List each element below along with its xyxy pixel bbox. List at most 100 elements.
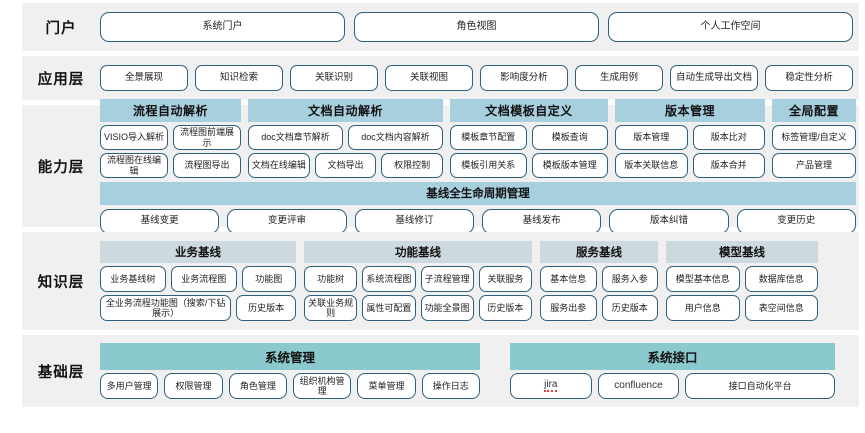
cap-item-version-relation-info[interactable]: 版本关联信息: [615, 153, 688, 178]
know-item-related-service[interactable]: 关联服务: [478, 266, 532, 293]
baseline-item-change[interactable]: 基线变更: [100, 208, 220, 234]
knowledge-group-service-baseline: 服务基线 基本信息 服务入参 服务出参 历史版本: [540, 240, 658, 322]
baseline-item-change-review[interactable]: 变更评审: [227, 208, 347, 234]
portal-item-role-view[interactable]: 角色视图: [354, 12, 599, 42]
base-item-org-structure-mgmt[interactable]: 组织机构管理: [292, 372, 352, 399]
group-header-function-baseline: 功能基线: [304, 240, 532, 264]
baseline-item-revision[interactable]: 基线修订: [354, 208, 474, 234]
capability-group-list: 流程自动解析 VISIO导入解析 流程图前端展示 流程图在线编辑 流程图导出 文…: [100, 98, 856, 178]
base-item-permission-mgmt[interactable]: 权限管理: [164, 372, 223, 399]
cap-item-doc-chapter-parse[interactable]: doc文档章节解析: [248, 125, 343, 150]
group-row: 业务基线树 业务流程图 功能图: [100, 266, 296, 293]
cap-item-flowchart-online-edit[interactable]: 流程图在线编辑: [100, 153, 168, 178]
app-item-generate-usecase[interactable]: 生成用例: [575, 65, 663, 91]
know-item-related-business-rule[interactable]: 关联业务规则: [304, 295, 358, 322]
know-item-history-version-function[interactable]: 历史版本: [478, 295, 532, 322]
layer-label-portal: 门户: [45, 20, 77, 37]
group-row: 流程图在线编辑 流程图导出: [100, 153, 241, 178]
cap-item-doc-content-parse[interactable]: doc文档内容解析: [348, 125, 443, 150]
group-header-flow-parsing: 流程自动解析: [100, 98, 241, 122]
layer-application: 应用层 全景展现 知识检索 关联识别 关联视图 影响度分析 生成用例 自动生成导…: [22, 56, 859, 100]
cap-item-template-query[interactable]: 模板查询: [531, 125, 608, 150]
app-item-impact-analysis[interactable]: 影响度分析: [480, 65, 568, 91]
cap-item-version-merge[interactable]: 版本合并: [692, 153, 765, 178]
layer-label-capability: 能力层: [37, 159, 85, 176]
group-row: 关联业务规则 属性可配置 功能全景图 历史版本: [304, 295, 532, 322]
cap-item-flowchart-export[interactable]: 流程图导出: [173, 153, 241, 178]
baseline-lifecycle-header: 基线全生命周期管理: [100, 182, 856, 205]
cap-item-template-chapter-config[interactable]: 模板章节配置: [450, 125, 527, 150]
layer-knowledge: 知识层 业务基线 业务基线树 业务流程图 功能图 全业务流程功能图（搜索/下钻展…: [22, 232, 859, 330]
group-header-version-mgmt: 版本管理: [615, 98, 765, 122]
baseline-item-change-history[interactable]: 变更历史: [736, 208, 856, 234]
capability-group-version-mgmt: 版本管理 版本管理 版本比对 版本关联信息 版本合并: [615, 98, 765, 178]
group-row: 用户信息 表空间信息: [666, 295, 818, 322]
app-item-stability-analysis[interactable]: 稳定性分析: [765, 65, 853, 91]
cap-item-version-compare[interactable]: 版本比对: [692, 125, 765, 150]
know-item-service-output-param[interactable]: 服务出参: [540, 295, 597, 322]
portal-item-personal-workspace[interactable]: 个人工作空间: [608, 12, 853, 42]
know-item-attribute-configurable[interactable]: 属性可配置: [362, 295, 416, 322]
know-item-subflow-mgmt[interactable]: 子流程管理: [420, 266, 474, 293]
cap-item-version-mgmt[interactable]: 版本管理: [615, 125, 688, 150]
app-item-relation-view[interactable]: 关联视图: [385, 65, 473, 91]
group-row: doc文档章节解析 doc文档内容解析: [248, 125, 443, 150]
layer-portal-body: 系统门户 角色视图 个人工作空间: [100, 12, 859, 42]
know-item-history-version-business[interactable]: 历史版本: [236, 295, 296, 322]
baseline-lifecycle-block: 基线全生命周期管理 基线变更 变更评审 基线修订 基线发布 版本纠错 变更历史: [100, 182, 856, 234]
base-item-interface-automation-platform[interactable]: 接口自动化平台: [685, 372, 835, 399]
know-item-history-version-service[interactable]: 历史版本: [601, 295, 658, 322]
portal-item-system-portal[interactable]: 系统门户: [100, 12, 345, 42]
group-row: 产品管理: [772, 153, 856, 178]
know-item-function-diagram[interactable]: 功能图: [241, 266, 296, 293]
baseline-item-release[interactable]: 基线发布: [481, 208, 602, 234]
cap-item-flowchart-frontend-display[interactable]: 流程图前端展示: [173, 125, 241, 150]
know-item-function-tree[interactable]: 功能树: [304, 266, 358, 293]
cap-item-permission-control[interactable]: 权限控制: [381, 153, 444, 178]
app-item-relation-recognition[interactable]: 关联识别: [290, 65, 378, 91]
cap-item-doc-export[interactable]: 文档导出: [314, 153, 377, 178]
know-item-user-info[interactable]: 用户信息: [666, 295, 740, 322]
cap-item-visio-import-parse[interactable]: VISIO导入解析: [100, 125, 168, 150]
cap-item-template-version-mgmt[interactable]: 模板版本管理: [531, 153, 608, 178]
group-header-model-baseline: 模型基线: [666, 240, 818, 264]
base-item-confluence[interactable]: confluence: [597, 372, 680, 399]
cap-item-doc-online-edit[interactable]: 文档在线编辑: [248, 153, 310, 178]
know-item-model-basic-info[interactable]: 模型基本信息: [666, 266, 740, 293]
app-item-auto-export-doc[interactable]: 自动生成导出文档: [670, 65, 758, 91]
cap-item-template-reference-relation[interactable]: 模板引用关系: [450, 153, 527, 178]
base-item-operation-log[interactable]: 操作日志: [421, 372, 480, 399]
baseline-item-version-correction[interactable]: 版本纠错: [609, 208, 729, 234]
base-item-jira[interactable]: jira: [510, 372, 592, 399]
know-item-business-baseline-tree[interactable]: 业务基线树: [100, 266, 166, 293]
layer-portal: 门户 系统门户 角色视图 个人工作空间: [22, 3, 859, 51]
group-row: 版本管理 版本比对: [615, 125, 765, 150]
know-item-function-panorama[interactable]: 功能全景图: [420, 295, 474, 322]
app-item-panorama[interactable]: 全景展现: [100, 65, 188, 91]
group-row: 基本信息 服务入参: [540, 266, 658, 293]
know-item-database-info[interactable]: 数据库信息: [744, 266, 818, 293]
layer-label-application: 应用层: [37, 71, 85, 88]
cap-item-tag-mgmt-custom[interactable]: 标签管理/自定义: [772, 125, 856, 150]
app-item-knowledge-search[interactable]: 知识检索: [195, 65, 283, 91]
knowledge-group-model-baseline: 模型基线 模型基本信息 数据库信息 用户信息 表空间信息: [666, 240, 818, 322]
group-row: 模板章节配置 模板查询: [450, 125, 608, 150]
cap-item-product-mgmt[interactable]: 产品管理: [772, 153, 856, 178]
capability-group-global-config: 全局配置 标签管理/自定义 产品管理: [772, 98, 856, 178]
knowledge-group-business-baseline: 业务基线 业务基线树 业务流程图 功能图 全业务流程功能图（搜索/下钻展示） 历…: [100, 240, 296, 322]
know-item-basic-info[interactable]: 基本信息: [540, 266, 597, 293]
base-item-role-mgmt[interactable]: 角色管理: [228, 372, 287, 399]
group-row: VISIO导入解析 流程图前端展示: [100, 125, 241, 150]
base-item-menu-mgmt[interactable]: 菜单管理: [357, 372, 416, 399]
know-item-system-flowchart[interactable]: 系统流程图: [362, 266, 416, 293]
group-header-system-interface: 系统接口: [510, 343, 835, 370]
know-item-tablespace-info[interactable]: 表空间信息: [744, 295, 818, 322]
group-row: 模板引用关系 模板版本管理: [450, 153, 608, 178]
group-row: 版本关联信息 版本合并: [615, 153, 765, 178]
know-item-service-input-param[interactable]: 服务入参: [601, 266, 658, 293]
capability-group-flow-parsing: 流程自动解析 VISIO导入解析 流程图前端展示 流程图在线编辑 流程图导出: [100, 98, 241, 178]
base-item-multi-user-mgmt[interactable]: 多用户管理: [100, 372, 159, 399]
know-item-business-flowchart[interactable]: 业务流程图: [170, 266, 237, 293]
know-item-full-business-flow-function-diagram[interactable]: 全业务流程功能图（搜索/下钻展示）: [100, 295, 232, 322]
group-header-doc-parsing: 文档自动解析: [248, 98, 443, 122]
